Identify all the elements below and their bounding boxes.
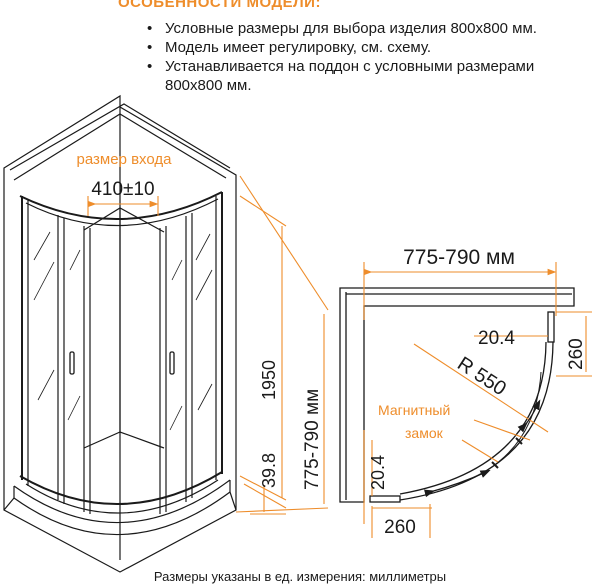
- bullet-icon: •: [147, 39, 153, 56]
- feature-2: Модель имеет регулировку, см. схему.: [165, 39, 432, 56]
- plan-left-offset: 20.4: [368, 455, 388, 490]
- magnet-label-line2: замок: [405, 425, 444, 441]
- depth-value: 775-790 мм: [302, 389, 323, 490]
- entry-size-label: размер входа: [77, 151, 173, 168]
- plan-width-dimension: [363, 262, 557, 320]
- feature-3: Устанавливается на поддон с условными ра…: [165, 58, 535, 75]
- units-note: Размеры указаны в ед. измерения: миллиме…: [153, 569, 447, 584]
- plan-left-dimension: [363, 430, 373, 524]
- plan-width-value: 775-790 мм: [403, 246, 515, 269]
- plan-bottom-offset: 260: [384, 517, 416, 538]
- features-title: ОСОБЕННОСТИ МОДЕЛИ:: [118, 0, 321, 11]
- plan-right-dimension: [474, 311, 592, 377]
- plan-radius-value: R 550: [453, 353, 510, 401]
- bullet-icon: •: [147, 58, 153, 75]
- plan-bottom-dimension: [371, 504, 432, 538]
- enclosure-perspective: [3, 94, 237, 573]
- entry-dimension: [87, 196, 159, 216]
- height-value: 1950: [259, 360, 279, 400]
- plan-magnet-callout: [461, 419, 531, 463]
- plan-right-offset: 260: [566, 338, 587, 370]
- bullet-icon: •: [147, 20, 153, 37]
- depth-dimension: [235, 175, 329, 513]
- entry-size-value: 410±10: [91, 179, 154, 200]
- feature-1: Условные размеры для выбора изделия 800x…: [165, 20, 537, 37]
- base-height-value: 39.8: [259, 453, 279, 488]
- plan-top-offset: 20.4: [478, 328, 515, 349]
- plan-adjust-arrows: [423, 399, 541, 498]
- magnet-label-line1: Магнитный: [378, 402, 450, 418]
- feature-4: 800x800 мм.: [165, 77, 252, 94]
- height-dimension: [239, 195, 287, 515]
